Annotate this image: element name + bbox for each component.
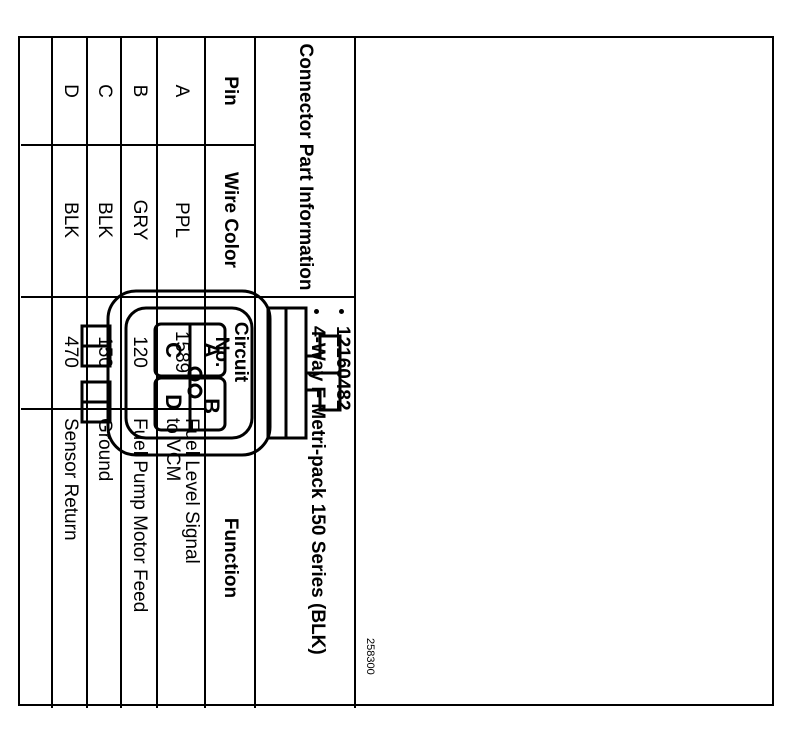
- column-header-pin: Pin: [220, 76, 242, 106]
- table-row-circuit: 1589: [171, 330, 193, 374]
- table-row-function: Ground: [94, 418, 116, 482]
- table-row-function: Sensor Return: [60, 418, 81, 541]
- table-row-circuit: 150: [94, 336, 116, 368]
- connector-info-sheet: C D A B 258300 Connector Part Informatio…: [18, 36, 774, 708]
- table-row-wire-color: BLK: [60, 202, 81, 238]
- pin-table: Connector Part Information 12160482 4-Wa…: [21, 38, 356, 708]
- table-row-function: Fuel Pump Motor Feed: [129, 418, 151, 613]
- connector-part-info-heading: Connector Part Information: [295, 43, 317, 291]
- table-row-pin: A: [171, 84, 193, 98]
- table-row-pin: C: [94, 84, 116, 98]
- table-row-wire-color: PPL: [171, 202, 193, 238]
- table-row-circuit: 470: [60, 336, 81, 368]
- table-row-pin: B: [129, 84, 151, 98]
- column-header-circuit: Circuit No.: [211, 321, 251, 383]
- part-number: 12160482: [332, 326, 353, 655]
- table-row-wire-color: BLK: [94, 202, 116, 238]
- figure-id: 258300: [364, 638, 376, 675]
- table-row-wire-color: GRY: [129, 199, 151, 241]
- part-info-list: 12160482 4-Way F Metri-pack 150 Series (…: [256, 300, 353, 704]
- table-row-function: Fuel Level Signal to VCM: [162, 418, 202, 564]
- column-header-wire-color: Wire Color: [220, 172, 242, 268]
- table-row-pin: D: [60, 84, 81, 98]
- column-header-function: Function: [220, 517, 242, 599]
- connector-body: [80, 289, 342, 457]
- connector-drawing: [80, 289, 342, 457]
- table-row-circuit: 120: [129, 336, 151, 368]
- part-description: 4-Way F Metri-pack 150 Series (BLK): [307, 326, 328, 655]
